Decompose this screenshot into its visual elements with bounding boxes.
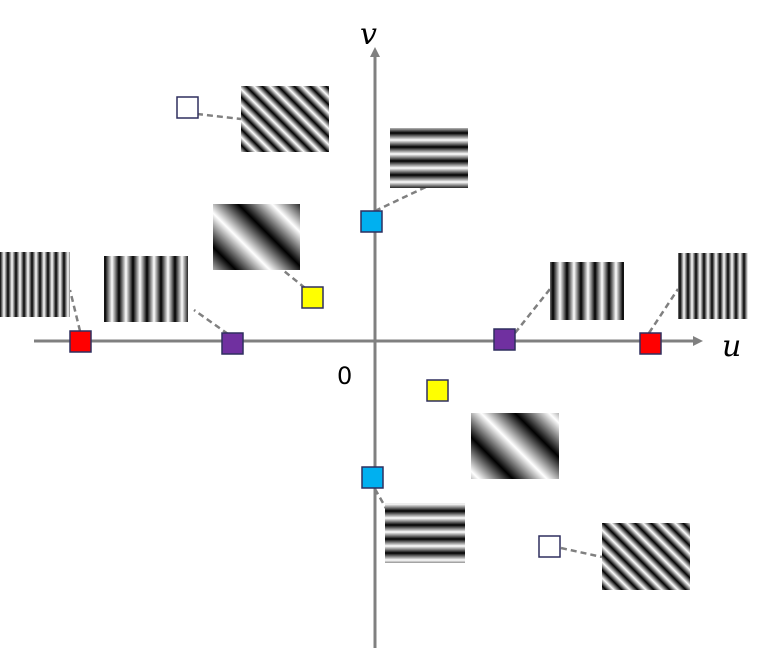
u-axis-label: u: [722, 329, 741, 364]
marker-purple-left: [221, 332, 244, 355]
marker-red-right: [639, 332, 662, 355]
marker-yellow-lower: [426, 379, 449, 402]
grating-vertical-fine-left: [0, 252, 70, 317]
connector-purple-left: [193, 308, 229, 336]
connector-red-right: [647, 288, 680, 334]
marker-white-lower: [538, 535, 561, 558]
connector-white-upper: [196, 112, 242, 121]
connector-yellow-upper: [283, 270, 306, 289]
grating-diagonal-coarse-upper: [213, 204, 300, 270]
connector-red-left: [68, 289, 82, 332]
marker-purple-right: [493, 328, 516, 351]
connector-white-lower: [560, 546, 603, 559]
grating-vertical-coarse-right: [550, 262, 624, 320]
marker-white-upper: [176, 96, 199, 119]
origin-label: 0: [337, 362, 352, 390]
grating-diagonal-fine-upper: [241, 86, 329, 152]
grating-vertical-fine-right: [678, 253, 748, 319]
grating-diagonal-coarse-lower: [471, 413, 559, 479]
marker-red-left: [69, 330, 92, 353]
marker-yellow-upper: [301, 286, 324, 309]
v-axis-label: v: [360, 17, 377, 52]
grating-diagonal-fine-lower: [602, 523, 690, 590]
connectors: [68, 112, 680, 559]
grating-horizontal-upper: [390, 128, 468, 188]
grating-horizontal-lower: [385, 503, 465, 563]
connector-blue-upper: [374, 183, 431, 213]
marker-blue-lower: [361, 466, 384, 489]
grating-vertical-coarse-left: [104, 256, 188, 322]
marker-blue-upper: [360, 210, 383, 233]
connector-purple-right: [514, 288, 551, 334]
